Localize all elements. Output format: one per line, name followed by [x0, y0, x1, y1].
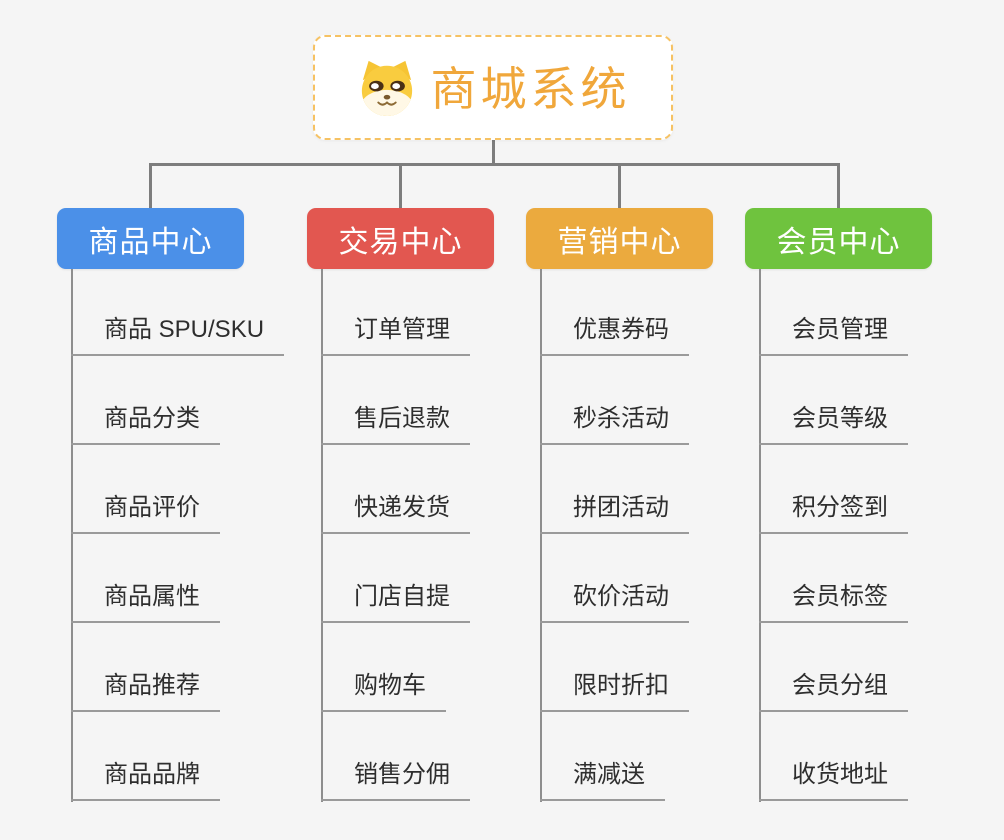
branch-horizontal-line — [149, 163, 840, 166]
branch-header-4[interactable]: 会员中心 — [745, 208, 932, 269]
branch-connector-vline — [759, 269, 761, 802]
branch-header-1[interactable]: 商品中心 — [57, 208, 244, 269]
branch-connector-vline — [71, 269, 73, 802]
branch-item[interactable]: 积分签到 — [759, 492, 908, 534]
branch-item[interactable]: 订单管理 — [321, 314, 470, 356]
branch-item[interactable]: 会员标签 — [759, 581, 908, 623]
branch-item[interactable]: 收货地址 — [759, 759, 908, 801]
branch-item[interactable]: 商品品牌 — [71, 759, 220, 801]
root-node[interactable]: 商城系统 — [313, 35, 673, 140]
branch-item[interactable]: 购物车 — [321, 670, 446, 712]
branch-item[interactable]: 会员管理 — [759, 314, 908, 356]
branch-drop-line — [837, 163, 840, 208]
branch-item[interactable]: 限时折扣 — [540, 670, 689, 712]
branch-item[interactable]: 商品 SPU/SKU — [71, 314, 285, 356]
root-drop-line — [492, 139, 495, 166]
branch-item[interactable]: 拼团活动 — [540, 492, 689, 534]
branch-item[interactable]: 商品分类 — [71, 403, 220, 445]
branch-drop-line — [399, 163, 402, 208]
branch-item[interactable]: 会员分组 — [759, 670, 908, 712]
branch-header-3[interactable]: 营销中心 — [526, 208, 713, 269]
branch-item[interactable]: 满减送 — [540, 759, 665, 801]
branch-item[interactable]: 售后退款 — [321, 403, 470, 445]
shiba-dog-icon — [356, 59, 418, 117]
branch-item[interactable]: 会员等级 — [759, 403, 908, 445]
branch-connector-vline — [540, 269, 542, 802]
branch-item[interactable]: 优惠券码 — [540, 314, 689, 356]
branch-connector-vline — [321, 269, 323, 802]
branch-header-2[interactable]: 交易中心 — [307, 208, 494, 269]
branch-item[interactable]: 秒杀活动 — [540, 403, 689, 445]
branch-item[interactable]: 商品评价 — [71, 492, 220, 534]
branch-item[interactable]: 商品属性 — [71, 581, 220, 623]
branch-item[interactable]: 商品推荐 — [71, 670, 220, 712]
branch-item[interactable]: 门店自提 — [321, 581, 470, 623]
root-node-title: 商城系统 — [430, 63, 631, 115]
branch-item[interactable]: 快递发货 — [321, 492, 470, 534]
branch-drop-line — [149, 163, 152, 208]
branch-item[interactable]: 砍价活动 — [540, 581, 689, 623]
branch-item[interactable]: 销售分佣 — [321, 759, 470, 801]
branch-drop-line — [618, 163, 621, 208]
